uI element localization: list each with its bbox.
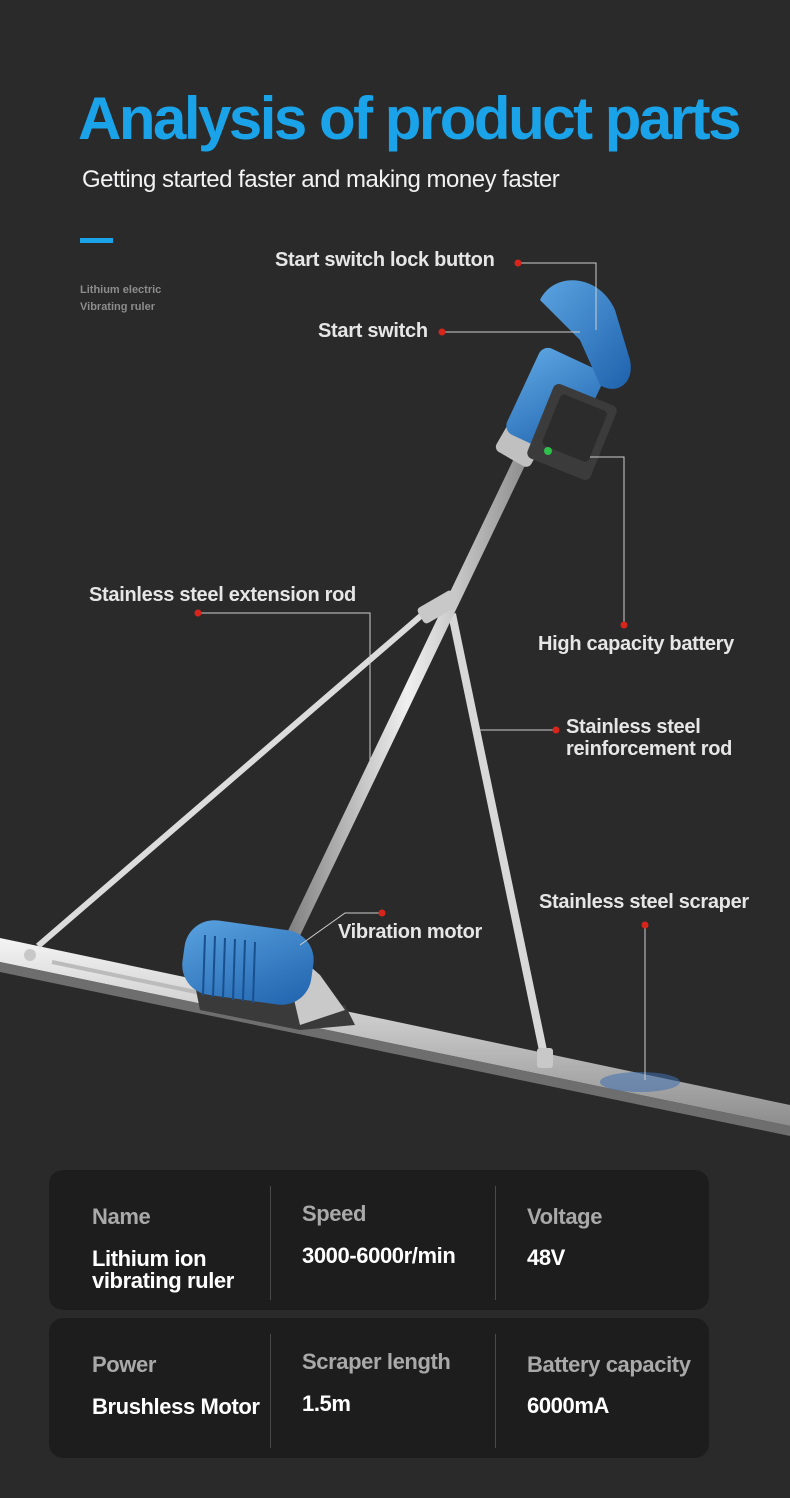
callout-reinforcement-line1: Stainless steel [566,716,701,738]
spec-label-scraper-length: Scraper length [302,1349,451,1374]
side-note-line1: Lithium electric [80,284,162,296]
page-title: Analysis of product parts [78,85,741,152]
product-illustration [0,259,790,1136]
callout-scraper: Stainless steel scraper [539,891,749,913]
spec-label-voltage: Voltage [527,1204,603,1229]
callout-start-switch: Start switch [318,320,428,342]
spec-value-name-line1: Lithium ion [92,1246,207,1271]
spec-value-power: Brushless Motor [92,1394,260,1419]
spec-divider [495,1186,496,1300]
spec-value-name: Lithium ion vibrating ruler [92,1248,234,1292]
leader-lines [198,262,646,1080]
callout-extension-rod: Stainless steel extension rod [89,584,356,606]
spec-label-speed: Speed [302,1201,367,1226]
spec-label-power: Power [92,1352,157,1377]
spec-panel-2: Power Brushless Motor Scraper length 1.5… [49,1318,709,1458]
vibration-motor-body [182,920,355,1030]
rod-clamp [417,590,459,624]
spec-divider [495,1334,496,1448]
extension-rod [36,605,432,949]
side-note-line2: Vibrating ruler [80,301,155,313]
callout-vibration-motor: Vibration motor [338,921,483,943]
callout-lock-button: Start switch lock button [275,249,495,271]
handle-unit [495,280,631,481]
scraper-blade [0,938,790,1136]
rod-foot [537,1048,553,1068]
spec-value-name-line2: vibrating ruler [92,1268,234,1293]
spec-value-voltage: 48V [527,1245,565,1270]
spec-label-name: Name [92,1204,151,1229]
spec-panel-1: Name Lithium ion vibrating ruler Speed 3… [49,1170,709,1310]
rod-end-cap [24,949,36,961]
callout-reinforcement-line2: reinforcement rod [566,738,733,760]
reinforcement-rod [448,613,549,1061]
spec-value-speed: 3000-6000r/min [302,1243,456,1268]
callout-dots [194,259,649,929]
spec-value-battery-capacity: 6000mA [527,1393,609,1418]
spec-value-scraper-length: 1.5m [302,1391,351,1416]
page-subtitle: Getting started faster and making money … [82,166,560,193]
spec-divider [270,1334,271,1448]
spec-label-battery-capacity: Battery capacity [527,1352,691,1377]
spec-divider [270,1186,271,1300]
side-note: Lithium electric Vibrating ruler [80,282,161,316]
callout-battery: High capacity battery [538,633,734,655]
accent-bar [80,238,113,243]
callout-reinforcement-rod: Stainless steel reinforcement rod [566,716,732,760]
main-shaft [279,437,536,955]
